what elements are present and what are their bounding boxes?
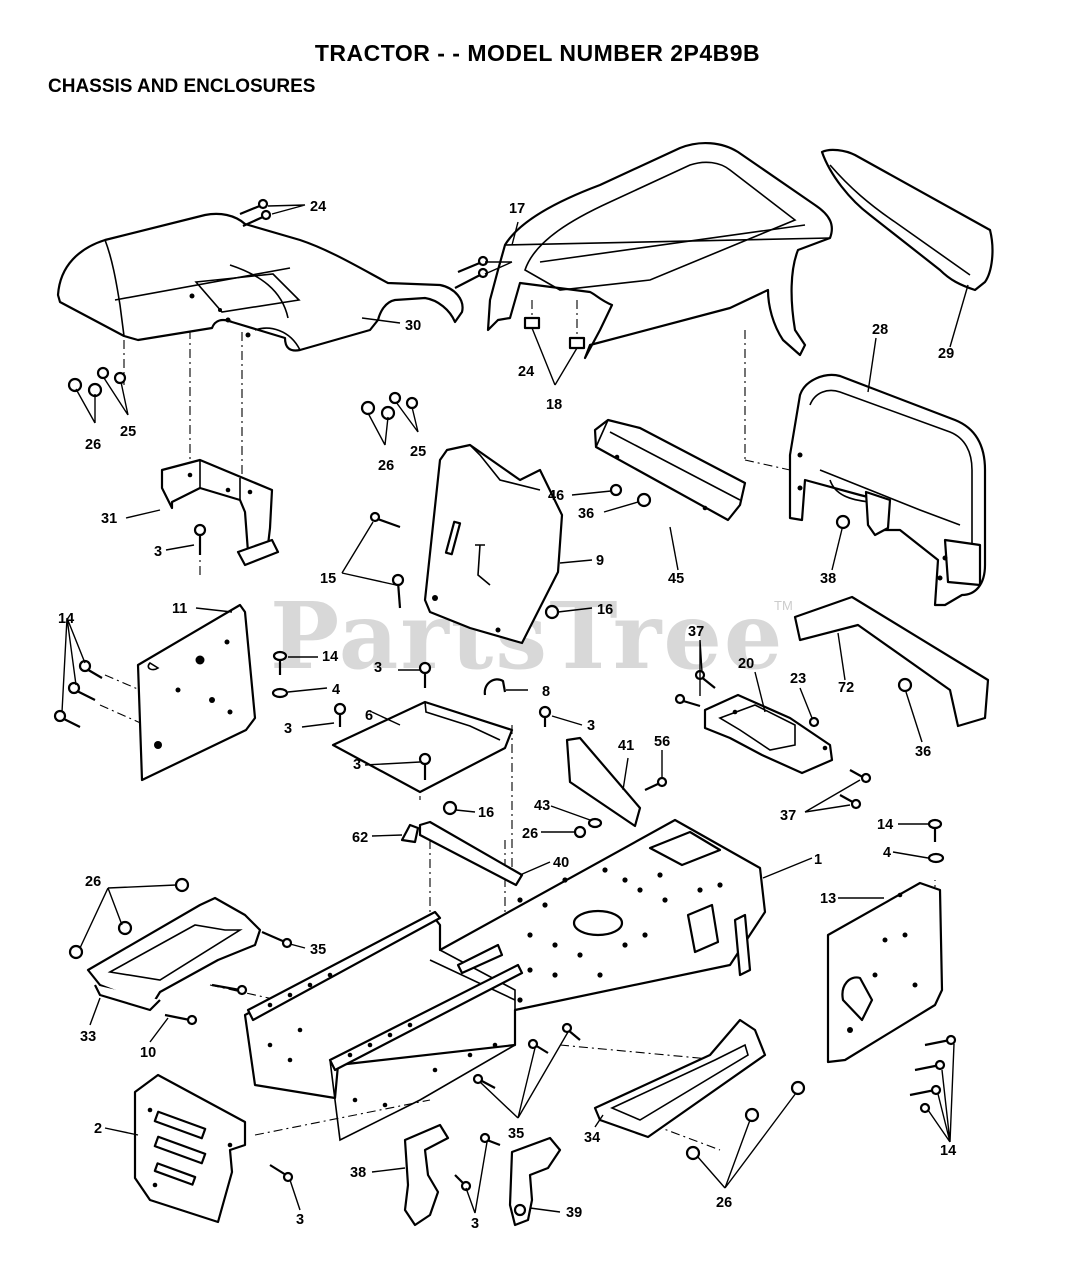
section-subtitle: CHASSIS AND ENCLOSURES bbox=[48, 76, 316, 97]
callout-30: 30 bbox=[405, 318, 421, 334]
hardware-bolts bbox=[53, 198, 957, 1192]
callout-6: 6 bbox=[365, 708, 373, 724]
callout-16-a: 16 bbox=[597, 602, 613, 618]
callout-17: 17 bbox=[509, 201, 525, 217]
callout-18: 18 bbox=[546, 397, 562, 413]
callout-11: 11 bbox=[172, 601, 187, 617]
callout-3-a: 3 bbox=[154, 544, 162, 560]
part-9-dash-panel bbox=[423, 443, 564, 645]
part-30-fender-panel bbox=[56, 212, 464, 352]
callout-38-a: 38 bbox=[820, 571, 836, 587]
part-28-rear-frame bbox=[788, 373, 987, 607]
callout-26-left: 26 bbox=[85, 437, 101, 453]
callout-34: 34 bbox=[584, 1130, 600, 1146]
callout-3-b: 3 bbox=[374, 660, 382, 676]
part-6-floor-plate bbox=[331, 700, 514, 794]
callout-40: 40 bbox=[553, 855, 569, 871]
watermark-trademark: TM bbox=[774, 598, 793, 613]
callout-3-e: 3 bbox=[353, 757, 361, 773]
callout-14-d: 14 bbox=[940, 1143, 956, 1159]
callout-33: 33 bbox=[80, 1029, 96, 1045]
callout-2: 2 bbox=[94, 1121, 102, 1137]
part-34-footrest bbox=[593, 1018, 767, 1139]
callout-37-a: 37 bbox=[688, 624, 704, 640]
part-33-footrest bbox=[86, 896, 262, 1012]
part-20-bracket-plate bbox=[703, 693, 834, 775]
part-62-bracket bbox=[400, 823, 420, 844]
part-72-bracket bbox=[793, 595, 990, 728]
page-title: TRACTOR - - MODEL NUMBER 2P4B9B bbox=[314, 40, 761, 66]
leader-lines bbox=[61, 204, 969, 1214]
part-38-bracket bbox=[403, 1123, 450, 1227]
callout-62: 62 bbox=[352, 830, 368, 846]
callout-10: 10 bbox=[140, 1045, 156, 1061]
callout-37-b: 37 bbox=[780, 808, 796, 824]
part-40-plate bbox=[418, 820, 524, 887]
part-11-side-plate bbox=[136, 603, 257, 782]
part-17-rear-fender bbox=[486, 142, 833, 360]
callout-26-d: 26 bbox=[85, 874, 101, 890]
callout-24-mid: 24 bbox=[518, 364, 534, 380]
part-1-main-frame bbox=[243, 818, 767, 1142]
callout-14-a: 14 bbox=[58, 611, 74, 627]
part-29-back-panel bbox=[820, 148, 994, 292]
part-41-strap bbox=[565, 736, 642, 828]
callout-35-a: 35 bbox=[310, 942, 326, 958]
callout-9: 9 bbox=[596, 553, 604, 569]
callout-43: 43 bbox=[534, 798, 550, 814]
callout-35-b: 35 bbox=[508, 1126, 524, 1142]
part-45-rail bbox=[593, 418, 747, 522]
callout-8: 8 bbox=[542, 684, 550, 700]
callout-46: 46 bbox=[548, 488, 564, 504]
callout-39: 39 bbox=[566, 1205, 582, 1221]
part-2-front-plate bbox=[133, 1073, 247, 1224]
callout-15: 15 bbox=[320, 571, 336, 587]
callout-31: 31 bbox=[101, 511, 117, 527]
callout-41: 41 bbox=[618, 738, 634, 754]
callout-labels: 24 30 25 26 24 26 25 17 18 29 28 31 3 46… bbox=[58, 199, 956, 1232]
callout-38-b: 38 bbox=[350, 1165, 366, 1181]
callout-3-d: 3 bbox=[587, 718, 595, 734]
part-39-bracket bbox=[508, 1136, 562, 1227]
callout-36-a: 36 bbox=[578, 506, 594, 522]
callout-13: 13 bbox=[820, 891, 836, 907]
part-31-bracket bbox=[160, 458, 280, 567]
callout-36-b: 36 bbox=[915, 744, 931, 760]
callout-16-b: 16 bbox=[478, 805, 494, 821]
callout-25-mid: 25 bbox=[410, 444, 426, 460]
part-13-side-plate bbox=[826, 881, 944, 1064]
callout-24-top: 24 bbox=[310, 199, 326, 215]
callout-23: 23 bbox=[790, 671, 806, 687]
callout-3-f: 3 bbox=[296, 1212, 304, 1228]
callout-14-c: 14 bbox=[877, 817, 893, 833]
callout-28: 28 bbox=[872, 322, 888, 338]
callout-25-left: 25 bbox=[120, 424, 136, 440]
callout-4-b: 4 bbox=[883, 845, 891, 861]
callout-72: 72 bbox=[838, 680, 854, 696]
callout-20: 20 bbox=[738, 656, 754, 672]
callout-3-c: 3 bbox=[284, 721, 292, 737]
callout-3-g: 3 bbox=[471, 1216, 479, 1232]
callout-26-e: 26 bbox=[716, 1195, 732, 1211]
callout-26-mid: 26 bbox=[378, 458, 394, 474]
callout-4-a: 4 bbox=[332, 682, 340, 698]
callout-14-b: 14 bbox=[322, 649, 338, 665]
callout-56: 56 bbox=[654, 734, 670, 750]
callout-1: 1 bbox=[814, 852, 822, 868]
callout-45: 45 bbox=[668, 571, 684, 587]
callout-29: 29 bbox=[938, 346, 954, 362]
callout-26-c: 26 bbox=[522, 826, 538, 842]
frame-holes bbox=[267, 867, 723, 1108]
